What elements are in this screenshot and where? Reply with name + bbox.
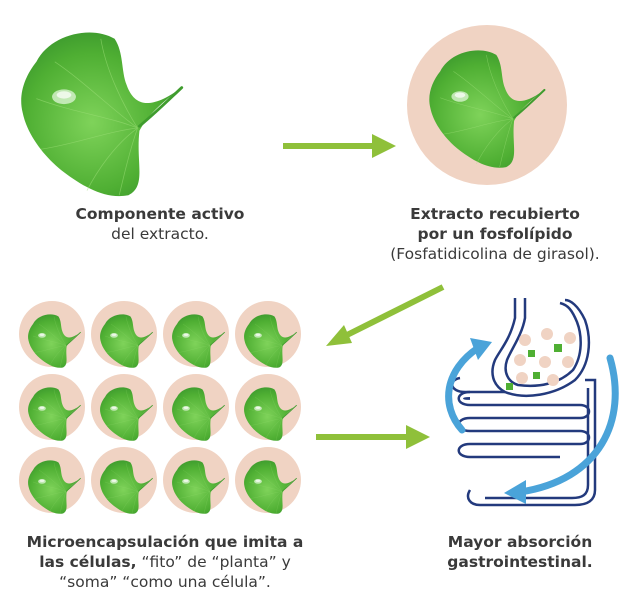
flow-arrow-icon [326, 284, 445, 346]
absorption-cycle-arrow-icon [504, 354, 619, 504]
caption-bold: Mayor absorción [447, 533, 593, 551]
absorption-cycle-arrow-icon [445, 338, 492, 434]
caption-bold: Componente activo [75, 205, 245, 223]
phytosome-capsule-icon [235, 447, 301, 514]
flow-arrow-icon [316, 425, 430, 449]
caption-active-component: Componente activo del extracto. [30, 204, 290, 244]
flow-arrow-icon [283, 134, 396, 158]
phytosome-capsule-icon [163, 447, 229, 514]
phytosome-capsule-icon [163, 374, 229, 441]
caption-text: (Fosfatidicolina de girasol). [390, 245, 600, 263]
digestive-tract-icon [445, 298, 619, 507]
microcapsule-grid [19, 301, 301, 514]
phytosome-capsule-icon [19, 301, 85, 368]
phytosome-capsule-icon [91, 301, 157, 368]
caption-absorption: Mayor absorción gastrointestinal. [410, 532, 624, 572]
caption-bold: Extracto recubierto [410, 205, 580, 223]
phytosome-capsule-icon [235, 301, 301, 368]
phytosome-capsule-icon [19, 374, 85, 441]
phytosome-capsule-icon [407, 25, 567, 185]
caption-text: del extracto. [111, 225, 209, 243]
caption-text: “fito” de “planta” y [136, 553, 291, 571]
caption-bold: gastrointestinal. [447, 553, 593, 571]
phytosome-capsule-icon [235, 374, 301, 441]
caption-text: “soma” “como una célula”. [59, 573, 271, 591]
ginkgo-leaf-icon [19, 31, 184, 198]
caption-coated-extract: Extracto recubierto por un fosfolípido (… [360, 204, 624, 264]
phytosome-capsule-icon [91, 374, 157, 441]
caption-bold: Microencapsulación que imita a [26, 533, 304, 551]
phytosome-capsule-icon [163, 301, 229, 368]
caption-bold: por un fosfolípido [417, 225, 573, 243]
caption-microencapsulation: Microencapsulación que imita a las célul… [0, 532, 330, 592]
phytosome-capsule-icon [19, 447, 85, 514]
caption-bold: las células, [39, 553, 137, 571]
phytosome-capsule-icon [91, 447, 157, 514]
